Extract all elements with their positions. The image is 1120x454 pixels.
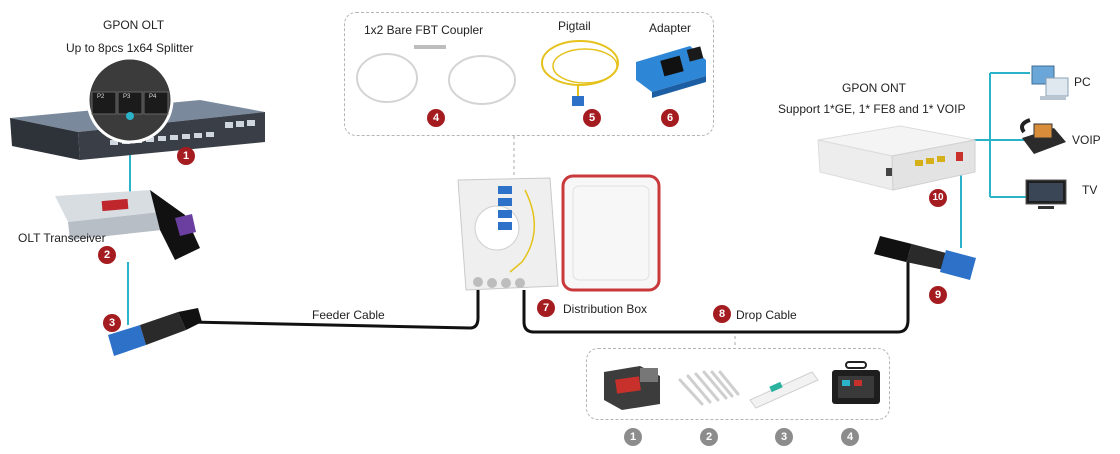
ont-subtitle: Support 1*GE, 1* FE8 and 1* VOIP bbox=[778, 102, 966, 116]
feeder-cable-line bbox=[189, 290, 480, 330]
badge-9: 9 bbox=[929, 286, 947, 304]
drop-cable-line bbox=[522, 255, 910, 334]
ont-title: GPON ONT bbox=[842, 81, 907, 95]
component-group-box bbox=[344, 12, 714, 136]
tool-badge-2: 2 bbox=[700, 428, 718, 446]
tool-badge-1: 1 bbox=[624, 428, 642, 446]
feeder-cable-label: Feeder Cable bbox=[312, 308, 385, 322]
drop-cable-label: Drop Cable bbox=[736, 308, 797, 322]
badge-8: 8 bbox=[713, 305, 731, 323]
olt-subtitle: Up to 8pcs 1x64 Splitter bbox=[66, 41, 194, 55]
tool-badge-3: 3 bbox=[775, 428, 793, 446]
pigtail-label: Pigtail bbox=[558, 19, 591, 33]
adapter-label: Adapter bbox=[649, 21, 692, 35]
badge-7: 7 bbox=[537, 299, 555, 317]
olt-port-label: P4 bbox=[149, 94, 157, 100]
tool-badge-4: 4 bbox=[841, 428, 859, 446]
distribution-box-label: Distribution Box bbox=[563, 302, 648, 316]
coupler-label: 1x2 Bare FBT Coupler bbox=[364, 23, 484, 37]
olt-port-label: P3 bbox=[123, 94, 131, 100]
badge-4: 4 bbox=[427, 109, 445, 127]
transceiver-label: OLT Transceiver bbox=[18, 231, 106, 245]
badge-10: 10 bbox=[929, 189, 947, 207]
voip-label: VOIP bbox=[1072, 133, 1101, 147]
olt-title: GPON OLT bbox=[103, 18, 165, 32]
badge-3: 3 bbox=[103, 314, 121, 332]
badge-1: 1 bbox=[177, 147, 195, 165]
badge-6: 6 bbox=[661, 109, 679, 127]
badge-5: 5 bbox=[583, 109, 601, 127]
olt-port-label: P2 bbox=[97, 94, 105, 100]
badge-2: 2 bbox=[98, 246, 116, 264]
tools-group-box bbox=[586, 348, 890, 420]
pc-label: PC bbox=[1074, 75, 1091, 89]
tv-label: TV bbox=[1082, 183, 1098, 197]
